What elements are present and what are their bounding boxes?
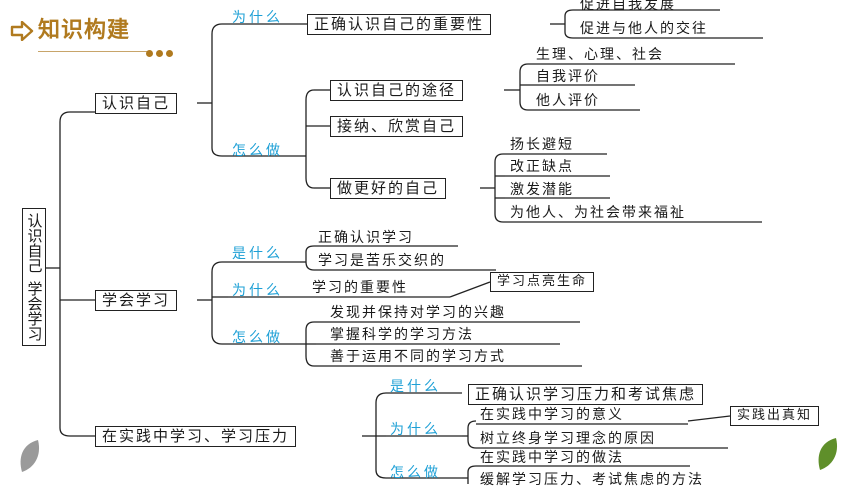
leaf-social-interaction: 促进与他人的交往 <box>580 21 708 37</box>
tag-why-1: 为什么 <box>232 10 283 26</box>
node-learning-lights-life: 学习点亮生命 <box>490 272 595 292</box>
header-underline <box>38 51 150 52</box>
leaf-ways-1: 生理、心理、社会 <box>536 47 664 63</box>
leaf-how-2-1: 发现并保持对学习的兴趣 <box>330 305 506 321</box>
leaf-self-development: 促进自我发展 <box>580 0 676 13</box>
tag-why-2: 为什么 <box>232 283 283 299</box>
leaf-how-2-2: 掌握科学的学习方法 <box>330 327 474 343</box>
header-dots <box>146 42 176 61</box>
root-line-2: 学会学习 <box>25 281 44 341</box>
node-pressure-anxiety: 正确认识学习压力和考试焦虑 <box>468 384 704 405</box>
leaf-why-3-2: 树立终身学习理念的原因 <box>480 431 656 447</box>
node-know-yourself: 认识自己 <box>95 93 178 114</box>
tag-what-3: 是什么 <box>390 379 441 395</box>
leaf-ways-2: 自我评价 <box>536 69 600 85</box>
leaf-better-4: 为他人、为社会带来福祉 <box>510 205 686 221</box>
arrow-right-icon <box>10 21 34 41</box>
tag-what-2: 是什么 <box>232 246 283 262</box>
node-importance-self: 正确认识自己的重要性 <box>307 14 492 35</box>
tag-how-3: 怎么做 <box>390 465 441 481</box>
root-line-1: 认识自己 <box>25 213 44 273</box>
root-node: 认识自己 学会学习 <box>22 208 46 346</box>
leaf-why-3-1: 在实践中学习的意义 <box>480 407 624 423</box>
tag-why-3: 为什么 <box>390 422 441 438</box>
tag-how-1: 怎么做 <box>232 143 283 159</box>
node-ways: 认识自己的途径 <box>330 80 464 101</box>
leaf-ways-3: 他人评价 <box>536 93 600 109</box>
leaf-how-2-3: 善于运用不同的学习方式 <box>330 349 506 365</box>
leaf-better-2: 改正缺点 <box>510 159 574 175</box>
leaf-what-2-2: 学习是苦乐交织的 <box>318 253 446 269</box>
section-header: 知识构建 <box>10 12 130 44</box>
leaf-how-3-1: 在实践中学习的做法 <box>480 450 624 466</box>
leaf-decoration-left-icon <box>20 440 40 472</box>
node-practice-truth: 实践出真知 <box>730 406 820 426</box>
leaf-better-1: 扬长避短 <box>510 137 574 153</box>
node-practice-pressure: 在实践中学习、学习压力 <box>95 426 297 447</box>
leaf-better-3: 激发潜能 <box>510 182 574 198</box>
header-title: 知识构建 <box>38 18 131 43</box>
node-better-self: 做更好的自己 <box>330 178 447 199</box>
node-learn-to-learn: 学会学习 <box>95 290 178 311</box>
node-learning-importance: 学习的重要性 <box>312 280 408 296</box>
tag-how-2: 怎么做 <box>232 330 283 346</box>
leaf-how-3-2: 缓解学习压力、考试焦虑的方法 <box>480 472 704 488</box>
node-accept-self: 接纳、欣赏自己 <box>330 116 464 137</box>
leaf-what-2-1: 正确认识学习 <box>318 230 414 246</box>
leaf-decoration-right-icon <box>818 438 838 470</box>
